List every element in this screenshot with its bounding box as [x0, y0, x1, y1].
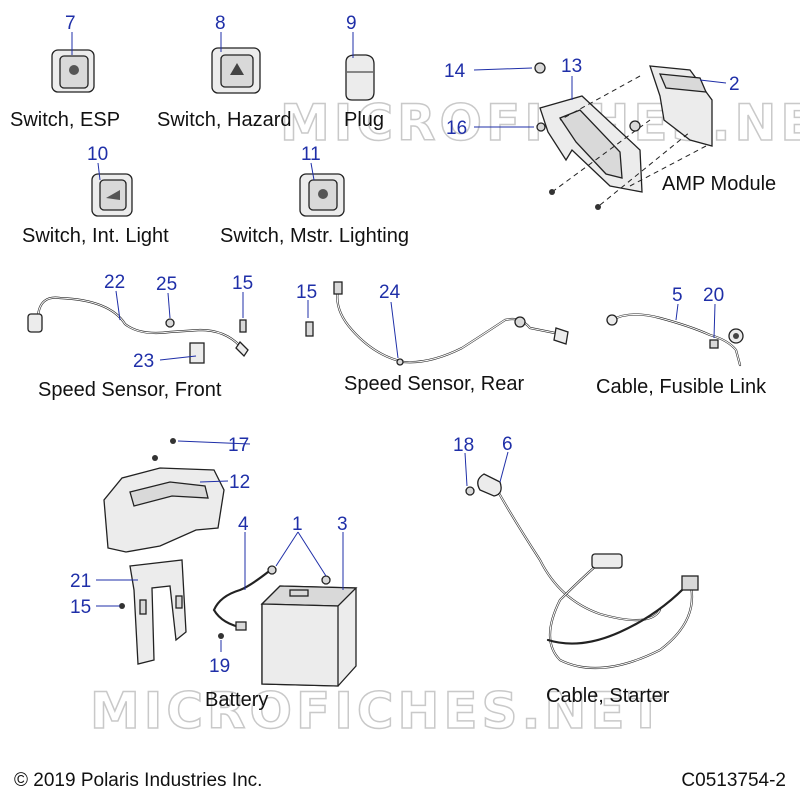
watermark-bottom: MICROFICHES.NET — [90, 682, 667, 740]
drawing-code: C0513754-2 — [681, 770, 786, 791]
callout-15-bracket: 15 — [70, 597, 91, 618]
callout-3: 3 — [337, 514, 348, 535]
callout-11: 11 — [301, 144, 321, 165]
switch-int-light-illustration — [91, 173, 133, 217]
callout-18: 18 — [453, 435, 474, 456]
plug-illustration — [345, 54, 375, 101]
callout-24: 24 — [379, 282, 401, 303]
callout-2: 2 — [729, 74, 740, 95]
callout-15-front-sensor: 15 — [232, 273, 253, 294]
caption-amp-module: AMP Module — [662, 173, 776, 195]
callout-14: 14 — [444, 61, 466, 82]
callout-19: 19 — [209, 656, 230, 677]
callout-6: 6 — [502, 434, 513, 455]
copyright-text: © 2019 Polaris Industries Inc. — [14, 770, 262, 791]
speed-sensor-front-illustration — [27, 296, 249, 364]
switch-esp-illustration — [51, 49, 95, 93]
callout-5: 5 — [672, 285, 683, 306]
callout-4: 4 — [238, 514, 249, 535]
callout-13: 13 — [561, 56, 582, 77]
caption-battery: Battery — [205, 689, 268, 711]
caption-switch-mstr-lighting: Switch, Mstr. Lighting — [220, 225, 409, 247]
switch-mstr-lighting-illustration — [299, 173, 345, 217]
callout-21: 21 — [70, 571, 91, 592]
caption-plug: Plug — [344, 109, 384, 131]
caption-switch-hazard: Switch, Hazard — [157, 109, 292, 131]
cable-starter-illustration — [465, 473, 699, 670]
leader-lines — [71, 32, 727, 652]
battery-housing-illustration — [103, 438, 225, 553]
caption-switch-esp: Switch, ESP — [10, 109, 120, 131]
callout-1: 1 — [292, 514, 303, 535]
caption-switch-int-light: Switch, Int. Light — [22, 225, 169, 247]
callout-15-rear-sensor: 15 — [296, 282, 317, 303]
callout-16: 16 — [446, 118, 467, 139]
caption-speed-sensor-rear: Speed Sensor, Rear — [344, 373, 524, 395]
callout-20: 20 — [703, 285, 724, 306]
switch-hazard-illustration — [211, 47, 261, 94]
speed-sensor-rear-illustration — [305, 281, 569, 366]
caption-speed-sensor-front: Speed Sensor, Front — [38, 379, 222, 401]
cable-fusible-link-illustration — [606, 313, 744, 367]
amp-module-illustration — [534, 62, 713, 210]
caption-cable-fusible-link: Cable, Fusible Link — [596, 376, 767, 398]
callout-25: 25 — [156, 274, 177, 295]
callout-7: 7 — [65, 13, 76, 34]
callout-9: 9 — [346, 13, 357, 34]
callout-23: 23 — [133, 351, 154, 372]
callout-8: 8 — [215, 13, 226, 34]
bracket-illustration — [119, 559, 187, 665]
caption-cable-starter: Cable, Starter — [546, 685, 670, 707]
callout-12: 12 — [229, 472, 250, 493]
battery-illustration — [212, 565, 358, 687]
callout-17: 17 — [228, 435, 249, 456]
callout-10: 10 — [87, 144, 108, 165]
callout-22: 22 — [104, 272, 125, 293]
